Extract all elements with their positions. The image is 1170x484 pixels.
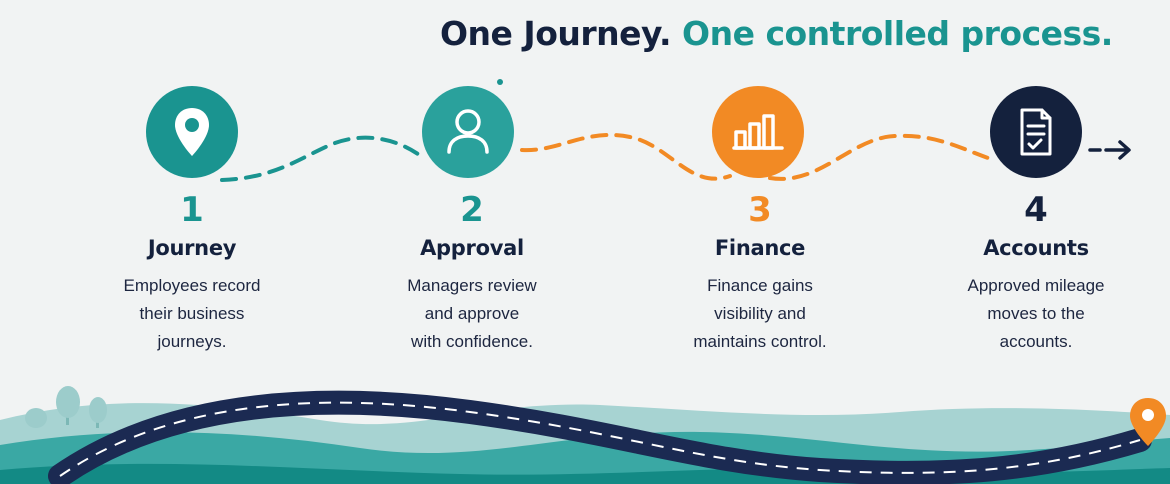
tree-icon bbox=[25, 408, 47, 428]
tree-icon bbox=[56, 386, 80, 425]
step-name: Accounts bbox=[983, 236, 1089, 260]
step-number: 1 bbox=[180, 190, 204, 230]
location-pin-icon bbox=[175, 108, 209, 156]
step-4-icon-circle bbox=[990, 86, 1082, 178]
step-description: Managers review and approve with confide… bbox=[407, 276, 537, 351]
destination-pin-icon bbox=[1130, 398, 1166, 446]
step-description: Approved mileage moves to the accounts. bbox=[967, 276, 1105, 351]
step-number: 4 bbox=[1024, 190, 1048, 230]
step-name: Journey bbox=[147, 236, 237, 260]
step-1: 1 Journey Employees record their busines… bbox=[82, 190, 302, 356]
road-lane-markings bbox=[59, 401, 1141, 477]
step-number: 2 bbox=[460, 190, 484, 230]
step-2: 2 Approval Managers review and approve w… bbox=[362, 190, 582, 356]
accent-dot bbox=[497, 79, 503, 85]
step-number: 3 bbox=[748, 190, 772, 230]
connector-1-2 bbox=[220, 135, 424, 182]
step-3-icon-circle bbox=[712, 86, 804, 178]
connector-3-4 bbox=[768, 133, 990, 181]
page-title: One Journey. One controlled process. bbox=[440, 14, 1140, 53]
step-2-icon-circle bbox=[422, 86, 514, 178]
connector-2-3 bbox=[520, 133, 732, 181]
step-3: 3 Finance Finance gains visibility and m… bbox=[650, 190, 870, 356]
step-description: Finance gains visibility and maintains c… bbox=[693, 276, 827, 351]
person-icon bbox=[447, 109, 489, 154]
step-4: 4 Accounts Approved mileage moves to the… bbox=[926, 190, 1146, 356]
step-name: Finance bbox=[714, 236, 806, 260]
title-part-2: One controlled process. bbox=[682, 14, 1113, 53]
bar-chart-icon bbox=[732, 114, 784, 150]
arrow-right-icon bbox=[1088, 140, 1131, 160]
step-name: Approval bbox=[420, 236, 524, 260]
step-description: Employees record their business journeys… bbox=[123, 276, 261, 351]
title-part-1: One Journey. bbox=[440, 14, 672, 53]
document-check-icon bbox=[1020, 108, 1052, 156]
tree-icon bbox=[89, 397, 107, 428]
step-1-icon-circle bbox=[146, 86, 238, 178]
